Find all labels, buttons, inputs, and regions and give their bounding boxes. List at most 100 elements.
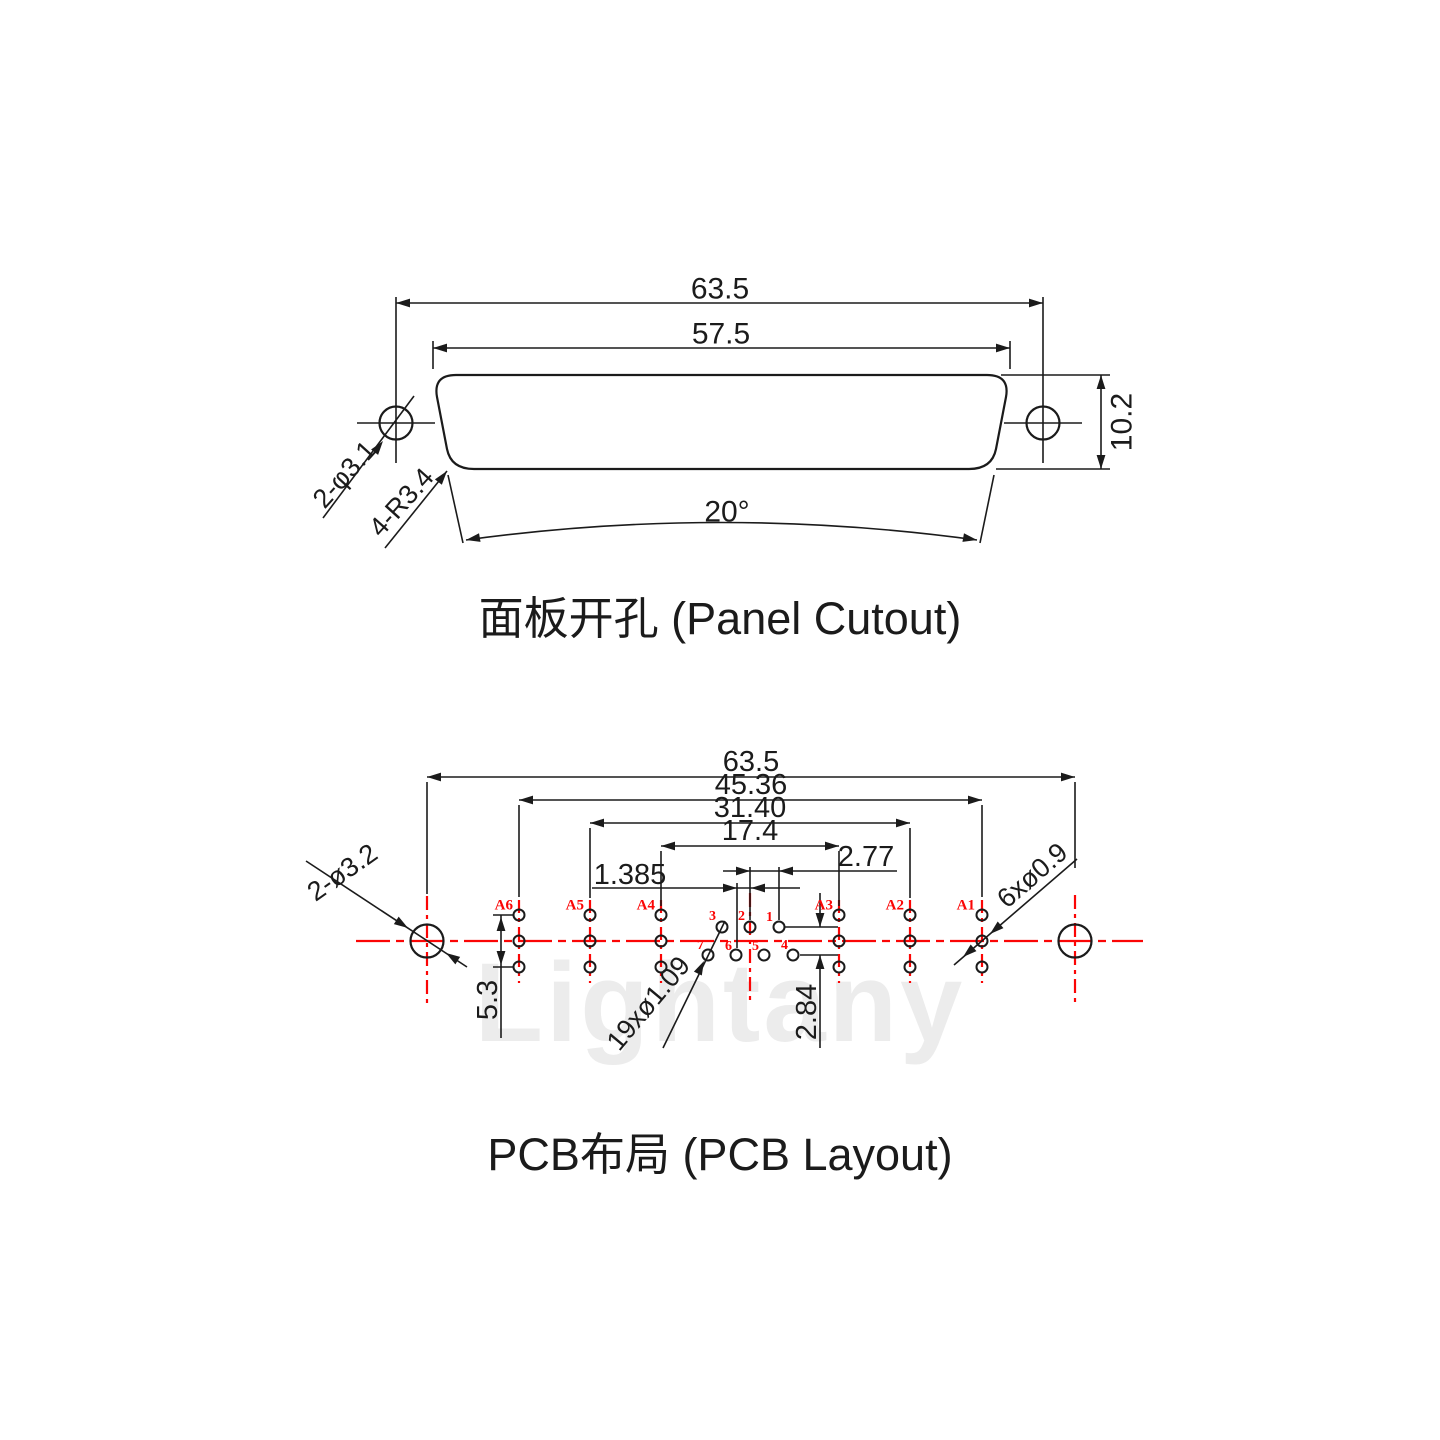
dim-17-4-label: 17.4	[722, 815, 778, 847]
hole-pin3	[715, 920, 729, 934]
hole-a4-center	[654, 934, 668, 948]
label-a2: A2	[886, 897, 904, 913]
hole-a3-center	[832, 934, 846, 948]
arrow-5-3-b	[496, 951, 506, 965]
dim-45-36-label: 45.36	[715, 769, 788, 801]
angle-20-arc	[465, 521, 978, 541]
hole-a1-top	[975, 908, 989, 922]
leader-19x1-09	[662, 920, 726, 1049]
arrow-63-5-r	[1061, 772, 1075, 782]
panel-cutout-title: 面板开孔 (Panel Cutout)	[478, 593, 962, 644]
hole-a3-bottom	[832, 960, 846, 974]
panel-cutout-figure: 63.5 57.5 10.2 20° 2-φ3.14-R3.4	[307, 273, 1139, 549]
arrow-leader-phi3-1	[371, 441, 383, 455]
label-pin5: 5	[752, 939, 759, 954]
arrow-63-5-l	[427, 772, 441, 782]
label-2-o3-2: 2-ø3.2	[302, 838, 383, 907]
hole-a6-bottom	[512, 960, 526, 974]
hole-a2-top	[903, 908, 917, 922]
leader-2-phi3-1	[322, 395, 415, 519]
arrow-63-5-r	[1029, 298, 1043, 308]
pcb-layout-title: PCB布局 (PCB Layout)	[487, 1129, 953, 1180]
panel-cutout-outline	[435, 373, 1008, 471]
dim-57-5-label: 57.5	[692, 318, 750, 351]
hole-pin4	[786, 948, 800, 962]
dim-1-385-label: 1.385	[594, 859, 667, 891]
panel-mount-hole-right	[1025, 405, 1061, 441]
label-pin4: 4	[781, 938, 788, 953]
arrow-0-9-upper	[990, 921, 1004, 934]
dim-2-77-label: 2.77	[838, 841, 894, 873]
hole-pin7	[701, 948, 715, 962]
arrow-31-40-r	[896, 818, 910, 828]
label-a6: A6	[495, 897, 514, 913]
label-19x1-09: 19xø1.09	[601, 951, 696, 1057]
hole-a6-top	[512, 908, 526, 922]
hole-pin5	[757, 948, 771, 962]
arrow-45-36-r	[968, 795, 982, 805]
arrow-2-84-t	[815, 913, 825, 927]
hole-pin2	[743, 920, 757, 934]
leader-6x0-9	[953, 858, 1078, 966]
dim-5-3-label: 5.3	[472, 980, 504, 1020]
arrow-2-77-l	[736, 866, 750, 876]
arrow-3-2-upper	[393, 916, 408, 928]
label-pin1: 1	[766, 910, 773, 925]
hole-a2-bottom	[903, 960, 917, 974]
label-a3: A3	[815, 897, 833, 913]
arrow-17-4-r	[825, 841, 839, 851]
hole-a4-top	[654, 908, 668, 922]
arrow-2-77-r	[779, 866, 793, 876]
arrow-1-385-r	[751, 883, 765, 893]
label-2-phi3-1: 2-φ3.1	[307, 435, 382, 514]
hole-a1-center	[975, 934, 989, 948]
hole-pin1	[772, 920, 786, 934]
arrow-10-2-b	[1096, 455, 1106, 469]
arrow-31-40-l	[590, 818, 604, 828]
dim-31-40-label: 31.40	[714, 792, 787, 824]
label-6x0-9: 6xø0.9	[991, 837, 1073, 914]
watermark-text: Lightany	[474, 940, 966, 1065]
dim-10-2-label: 10.2	[1106, 393, 1139, 451]
arrow-19x-pin7	[693, 961, 704, 976]
pcb-mount-hole-left	[409, 923, 445, 959]
dim-angle-label: 20°	[704, 496, 749, 529]
dim-63-5-label: 63.5	[691, 273, 749, 306]
hole-a1-bottom	[975, 960, 989, 974]
label-a1: A1	[957, 897, 975, 913]
hole-a3-top	[832, 908, 846, 922]
hole-a5-center	[583, 934, 597, 948]
arrow-45-36-l	[519, 795, 533, 805]
dim-2-84-label: 2.84	[791, 984, 823, 1040]
hole-a5-bottom	[583, 960, 597, 974]
arrow-17-4-l	[661, 841, 675, 851]
arrow-0-9-lower	[963, 944, 977, 957]
arrow-2-84-b	[815, 955, 825, 969]
ext-angle-left	[447, 474, 464, 544]
arrow-63-5-l	[396, 298, 410, 308]
arrow-57-5-l	[433, 343, 447, 353]
label-pin7: 7	[697, 938, 704, 953]
arrow-1-385-l	[723, 883, 737, 893]
label-a5: A5	[566, 897, 584, 913]
label-pin3: 3	[709, 909, 716, 924]
arrow-arc-r	[962, 533, 977, 542]
hole-a6-center	[512, 934, 526, 948]
label-pin2: 2	[738, 909, 745, 924]
arrow-5-3-t	[496, 917, 506, 931]
ext-angle-right	[979, 474, 995, 544]
arrow-3-2-lower	[446, 953, 461, 965]
arrow-57-5-r	[996, 343, 1010, 353]
arrow-leader-r3-4	[434, 471, 447, 485]
label-pin6: 6	[725, 939, 732, 954]
pcb-mount-hole-right	[1057, 923, 1093, 959]
label-4-r3-4: 4-R3.4	[363, 462, 440, 542]
dim-63-5-label: 63.5	[723, 746, 779, 778]
leader-4-r3-4	[384, 470, 448, 549]
arrow-arc-l	[466, 533, 481, 542]
arrow-10-2-t	[1096, 375, 1106, 389]
hole-pin6	[729, 948, 743, 962]
